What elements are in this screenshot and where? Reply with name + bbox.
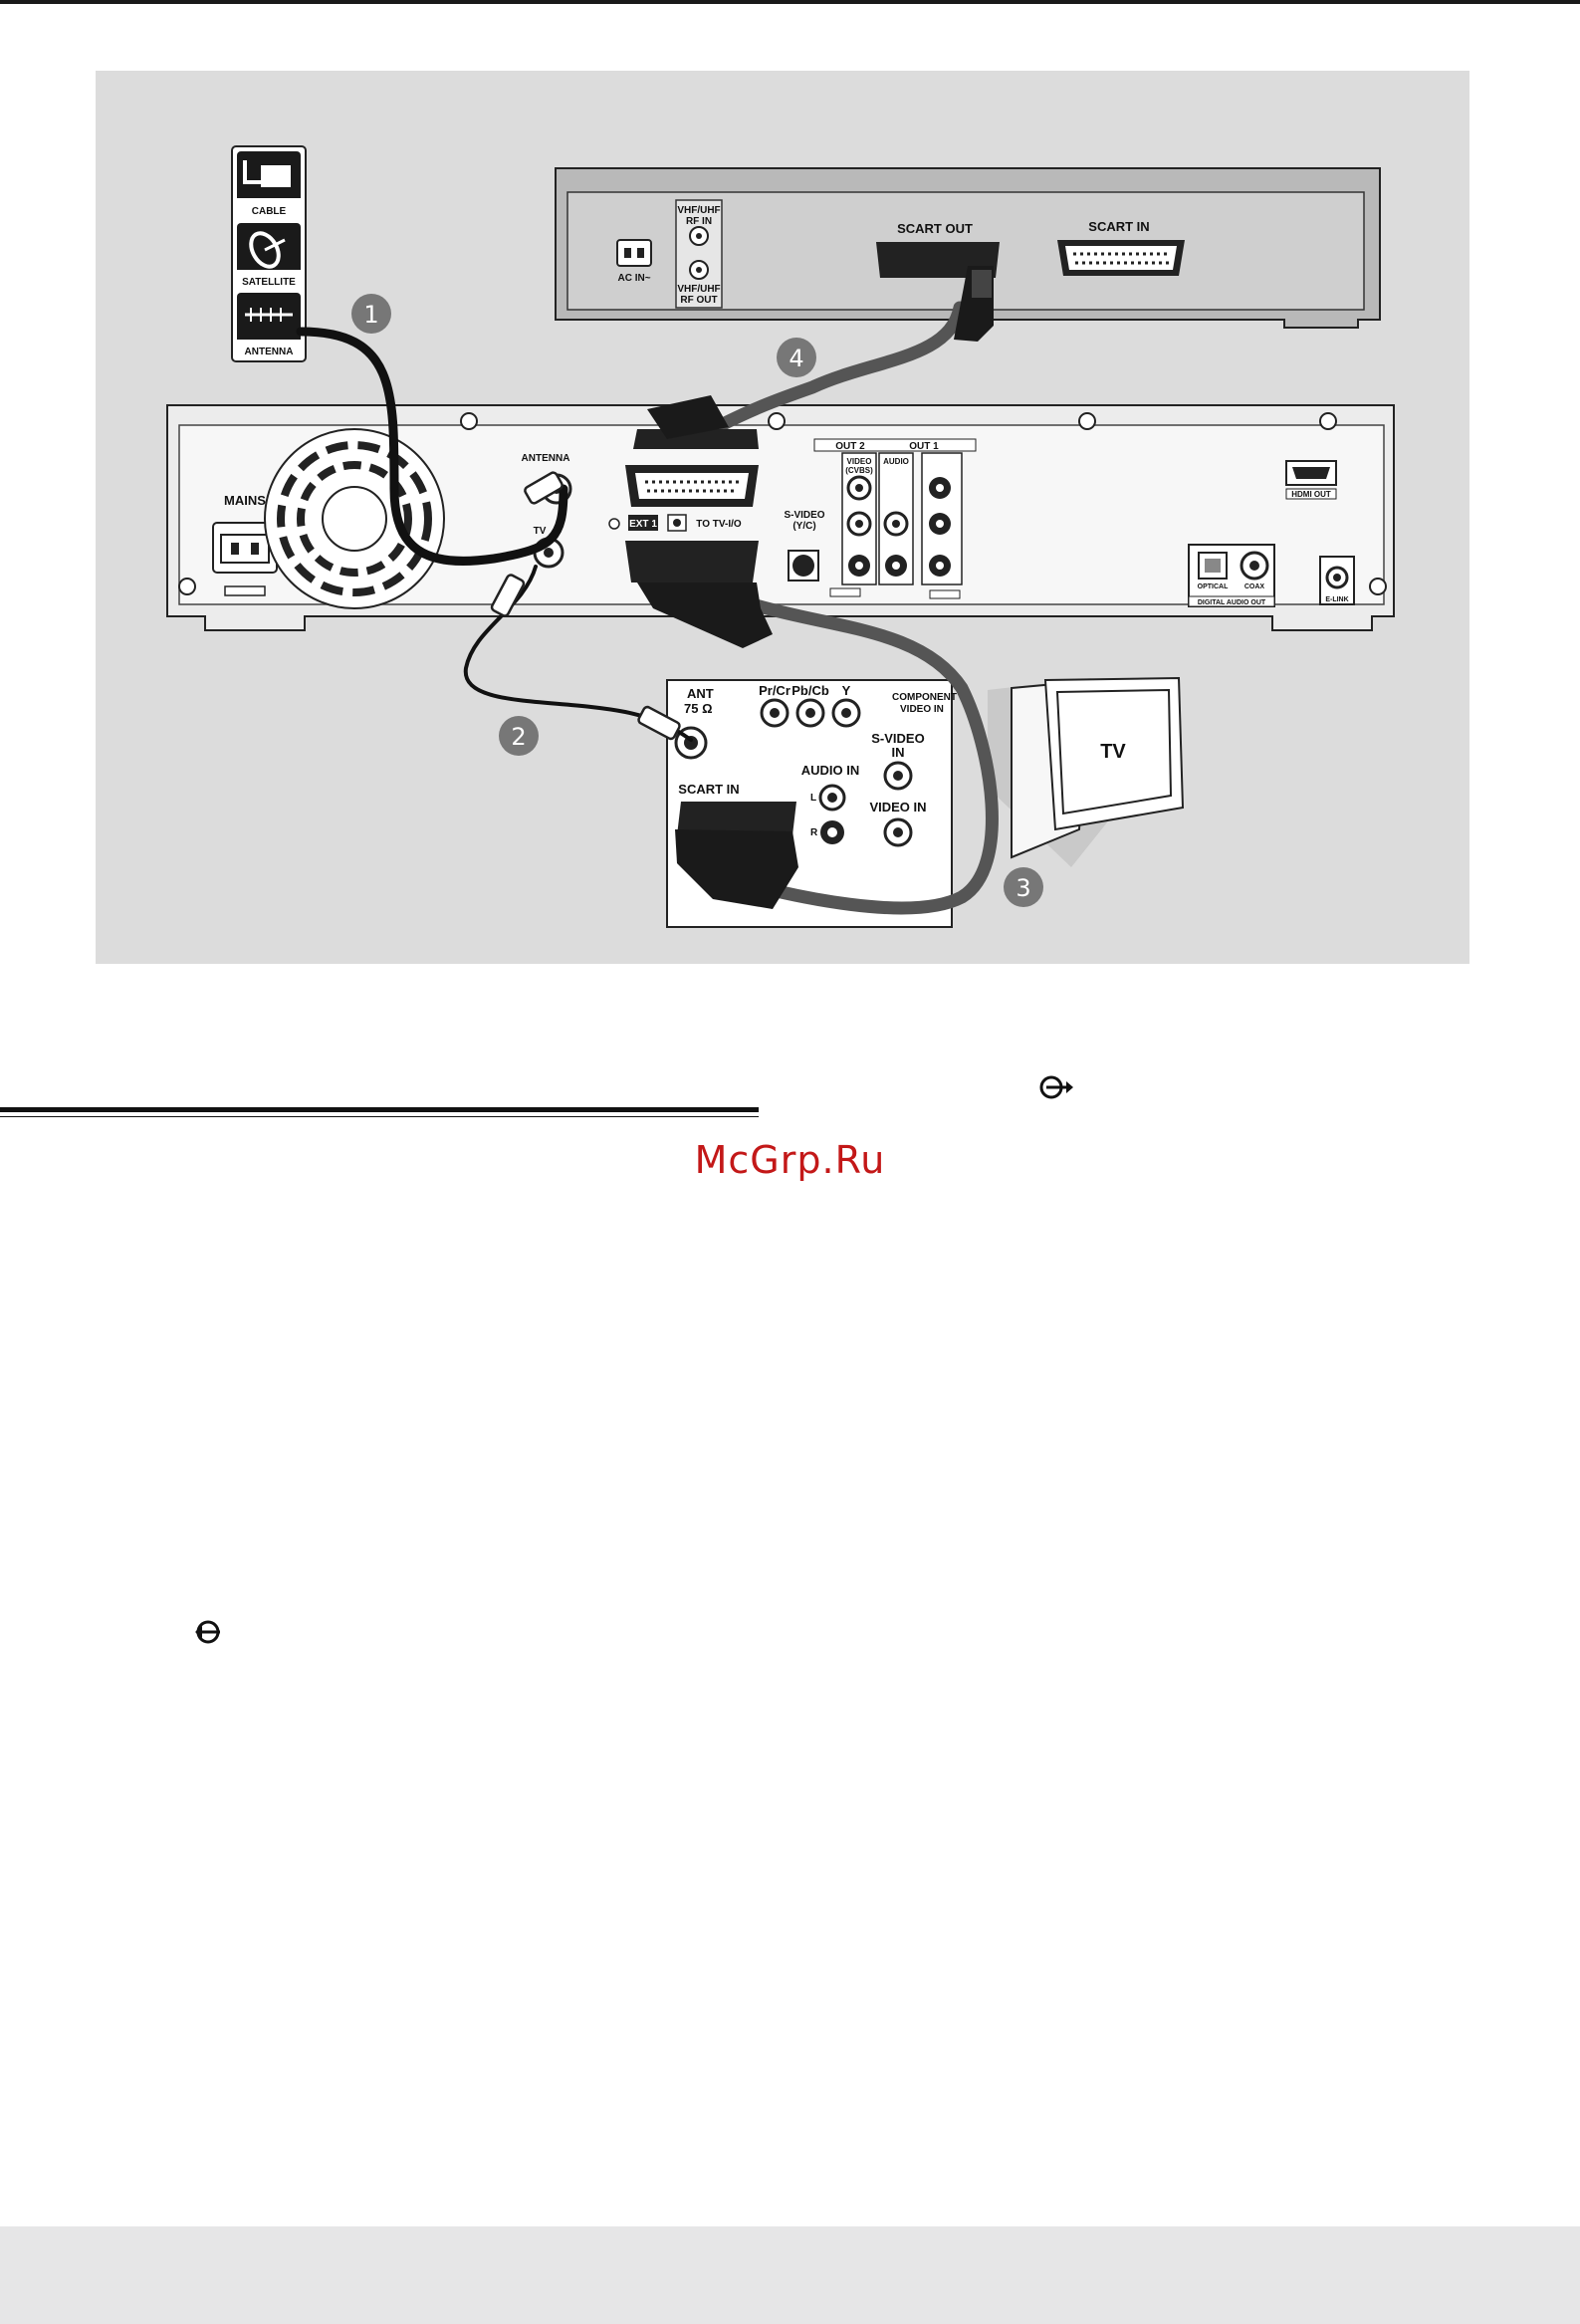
recorder-scart-sockets: EXT 1 TO TV-I/O — [608, 465, 759, 582]
section-rule — [0, 1107, 759, 1112]
tv-audio-in-label: AUDIO IN — [801, 763, 860, 778]
tv-pb-label: Pb/Cb — [791, 683, 829, 698]
step-2-marker: 2 — [511, 723, 526, 751]
recorder-audio-label: AUDIO — [883, 457, 909, 466]
recorder-video-label-2: (CVBS) — [845, 466, 873, 475]
recorder-ext1-label: EXT 1 — [629, 519, 657, 530]
recorder-mains-label: MAINS — [224, 493, 266, 508]
vcr-rf-out-label-2: RF OUT — [680, 295, 717, 306]
recorder-tv-label: TV — [534, 526, 547, 537]
recorder-svideo-label: S-VIDEO — [784, 510, 824, 521]
tv-scart-in-label: SCART IN — [678, 782, 739, 797]
vcr-scart-in-socket — [1057, 240, 1185, 276]
recorder-coax-label: COAX — [1244, 583, 1265, 590]
tv-svideo-label-2: IN — [892, 745, 905, 760]
source-tiles: CABLE SATELLITE ANTENNA — [231, 145, 307, 362]
recorder-hdmi-label: HDMI OUT — [1291, 490, 1331, 499]
vcr-scart-in-label: SCART IN — [1088, 219, 1149, 234]
vcr-scart-out-label: SCART OUT — [897, 221, 973, 236]
recorder-elink: E-LINK — [1319, 556, 1355, 605]
satellite-tile: SATELLITE — [237, 223, 301, 289]
recorder-svideo: S-VIDEO (Y/C) — [784, 510, 861, 597]
recorder-av-outputs: OUT 2 OUT 1 VIDEO (CVBS) AUDIO — [813, 438, 977, 599]
satellite-label: SATELLITE — [242, 277, 296, 288]
cables — [296, 266, 999, 915]
tv-device: TV ANT 75 Ω Pr/Cr Pb/Cb Y COMPONENT VIDE… — [666, 676, 1185, 928]
antenna-in-icon — [190, 1618, 226, 1646]
recorder-antenna-label: ANTENNA — [522, 453, 570, 464]
step-1-marker: 1 — [363, 301, 378, 329]
recorder-out2-label: OUT 2 — [835, 441, 865, 452]
vcr-rf-out-label-1: VHF/UHF — [677, 284, 720, 295]
step-4-marker: 4 — [789, 345, 803, 372]
tv-component-label-2: VIDEO IN — [900, 704, 944, 715]
top-rule — [0, 0, 1580, 4]
recorder-fan — [264, 428, 445, 609]
tv-component-label-1: COMPONENT — [892, 692, 957, 703]
vcr-rf-in-label-2: RF IN — [686, 216, 712, 227]
step-markers: 1 2 3 4 — [351, 294, 1043, 907]
connection-diagram: CABLE SATELLITE ANTENNA — [96, 71, 1469, 964]
recorder-out1-label: OUT 1 — [909, 441, 939, 452]
antenna-tile: ANTENNA — [237, 293, 301, 358]
recorder-hdmi: HDMI OUT — [1285, 460, 1337, 500]
vcr-ac-in-label: AC IN~ — [617, 273, 650, 284]
tv-svideo-label-1: S-VIDEO — [871, 731, 924, 746]
tv-l-label: L — [810, 793, 816, 804]
tv-ant-sub: 75 Ω — [684, 701, 713, 716]
tv-video-in-label: VIDEO IN — [869, 800, 926, 814]
recorder-svideo-sub: (Y/C) — [792, 521, 815, 532]
footer-band — [0, 2226, 1580, 2324]
vcr-rf-ports: VHF/UHF RF IN VHF/UHF RF OUT — [675, 199, 723, 309]
antenna-label: ANTENNA — [245, 347, 294, 357]
step-3-marker: 3 — [1016, 874, 1030, 902]
vcr-ac-in: AC IN~ — [616, 239, 652, 284]
connection-diagram-svg: CABLE SATELLITE ANTENNA — [166, 145, 1395, 928]
antenna-out-icon — [1038, 1073, 1074, 1101]
recorder-device: MAINS ANTENNA TV — [166, 404, 1395, 631]
recorder-elink-label: E-LINK — [1325, 596, 1348, 603]
recorder-digital-audio: OPTICAL COAX DIGITAL AUDIO OUT — [1188, 544, 1275, 607]
cable-label: CABLE — [252, 206, 287, 217]
tv-ant-label: ANT — [687, 686, 714, 701]
tv-pr-label: Pr/Cr — [759, 683, 790, 698]
vcr-rf-in-label-1: VHF/UHF — [677, 205, 720, 216]
tv-r-label: R — [810, 827, 818, 838]
recorder-video-label-1: VIDEO — [847, 457, 872, 466]
watermark: McGrp.Ru — [694, 1138, 886, 1182]
recorder-to-tv-label: TO TV-I/O — [696, 519, 742, 530]
recorder-optical-label: OPTICAL — [1198, 583, 1229, 590]
tv-y-label: Y — [842, 683, 851, 698]
cable-tile: CABLE — [237, 151, 301, 219]
recorder-digital-audio-label: DIGITAL AUDIO OUT — [1198, 599, 1266, 606]
section-rule-thin — [0, 1116, 759, 1117]
tv-screen-label: TV — [1100, 741, 1126, 763]
